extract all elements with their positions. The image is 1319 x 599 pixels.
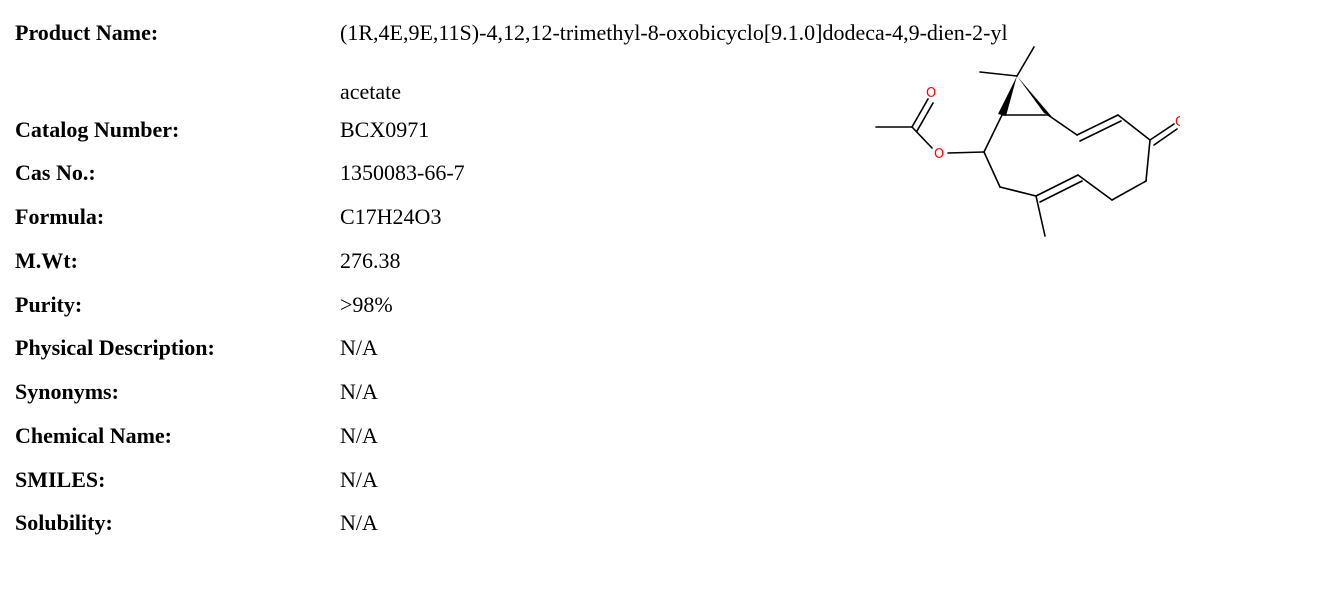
bond-carbonyl-ester-oxygen [911, 126, 933, 149]
bond-c4-methyl [1035, 195, 1046, 237]
label-purity: Purity: [15, 292, 83, 317]
bond-ester-oxygen-c2 [947, 151, 985, 154]
bond-c7-c6 [1111, 180, 1147, 201]
bond-c2-c1 [983, 114, 1003, 153]
label-cas-no: Cas No.: [15, 160, 96, 185]
value-synonyms: N/A [340, 379, 378, 404]
bond-c5-c4-a [1035, 174, 1079, 197]
wedge-bond-c11-c12 [1017, 76, 1052, 117]
label-smiles: SMILES: [15, 467, 106, 492]
value-smiles: N/A [340, 467, 378, 492]
bond-ketone-oxygen-b [1153, 128, 1178, 146]
label-catalog-number: Catalog Number: [15, 117, 180, 142]
value-mwt: 276.38 [340, 248, 401, 273]
value-cas-no: 1350083-66-7 [340, 160, 465, 185]
bond-carbonyl-oxygen-a [911, 98, 929, 128]
value-chemical-name: N/A [340, 423, 378, 448]
bond-carbonyl-oxygen-b [916, 102, 934, 132]
atom-label-carbonyl-oxygen: O [926, 86, 936, 101]
bond-gem-methyl-top [1016, 46, 1035, 77]
value-solubility: N/A [340, 510, 378, 535]
atom-label-ester-oxygen: O [934, 147, 944, 162]
bond-c9-c8 [1117, 114, 1151, 141]
label-solubility: Solubility: [15, 510, 113, 535]
label-chemical-name: Chemical Name: [15, 423, 173, 448]
bond-c3-c2 [983, 151, 1001, 188]
atom-label-ketone-oxygen: O [1175, 115, 1180, 130]
bond-c4-c3 [999, 186, 1037, 197]
bond-c11-c10 [1047, 114, 1078, 136]
value-purity: >98% [340, 292, 393, 317]
bond-c8-c7 [1145, 139, 1151, 182]
wedge-bond-c1-c12 [998, 76, 1017, 116]
bond-c6-c5 [1077, 174, 1113, 201]
bond-c10-c9-b [1079, 120, 1122, 142]
bond-gem-methyl-left [979, 71, 1018, 77]
bond-ketone-oxygen-a [1149, 123, 1175, 141]
value-physical-description: N/A [340, 335, 378, 360]
value-formula: C17H24O3 [340, 204, 442, 229]
chemical-structure-diagram: O O O [875, 46, 1180, 237]
label-synonyms: Synonyms: [15, 379, 119, 404]
label-formula: Formula: [15, 204, 105, 229]
label-product-name: Product Name: [15, 20, 159, 45]
label-physical-description: Physical Description: [15, 335, 215, 360]
bond-c5-c4-b [1039, 180, 1083, 203]
value-catalog-number: BCX0971 [340, 117, 430, 142]
value-product-name: (1R,4E,9E,11S)-4,12,12-trimethyl-8-oxobi… [340, 20, 1008, 45]
value-product-name-line2: acetate [340, 79, 402, 104]
bond-c10-c9-a [1076, 114, 1119, 136]
label-mwt: M.Wt: [15, 248, 78, 273]
